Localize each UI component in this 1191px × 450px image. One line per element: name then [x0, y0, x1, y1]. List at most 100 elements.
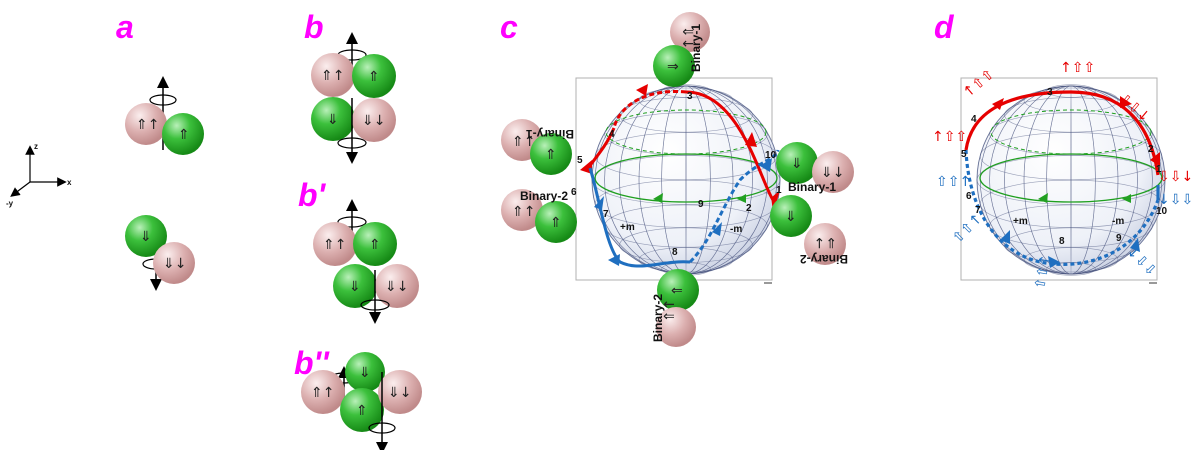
plus-m-label: +m [620, 222, 635, 233]
point-label: 10 [1156, 206, 1168, 217]
blue-path-dashed [688, 149, 780, 264]
green-sphere [352, 54, 396, 98]
spin-label: ⇓↓ [163, 256, 186, 272]
spin-label: ⇑ [550, 215, 562, 231]
latitude-line [1004, 97, 1138, 133]
point-label: 7 [975, 205, 981, 216]
green-sphere [340, 388, 384, 432]
spin-label: ⇑ [545, 147, 557, 163]
pink-sphere [125, 103, 167, 145]
equator-arrow [1122, 194, 1131, 203]
pink-sphere [656, 307, 696, 347]
wire-sphere [976, 84, 1166, 276]
rotation-circle [149, 94, 177, 106]
panel-label-a: a [116, 9, 134, 45]
spin-label: ⇒ [667, 59, 679, 75]
spin-label: ⇑↑ [136, 117, 159, 133]
green-sphere [770, 195, 812, 237]
upper-circle [990, 109, 1152, 155]
red-path [964, 90, 1160, 176]
x-axis-label: x [67, 178, 72, 187]
panel-b-double-prime: ⇑↑ ⇓ ⇑ ⇓↓ [301, 352, 422, 450]
spin-label: ⇓↓ [362, 113, 385, 129]
binary-label: Binary-1 [689, 24, 703, 72]
red-arrow [636, 84, 648, 96]
point-label: 8 [1059, 236, 1065, 247]
pink-sphere [352, 98, 396, 142]
coordinate-axes: z x -y [6, 142, 72, 208]
spin-label: ⇑↑ [662, 299, 678, 322]
point-label: 10 [765, 150, 777, 161]
rotation-circle [368, 422, 396, 434]
spin-label: ⇓ [327, 112, 339, 128]
y-axis-label: -y [6, 199, 14, 208]
point-label: 5 [961, 149, 967, 160]
red-arrow [745, 132, 757, 147]
spin-label: ⇑ [356, 403, 368, 419]
pink-sphere [153, 242, 195, 284]
spin-label: ⇓↓ [385, 279, 408, 295]
red-arrow-strip: ↑⇧⇧ [1060, 60, 1095, 76]
blue-arrow [1000, 230, 1010, 244]
spin-label: ⇓ [359, 365, 371, 381]
spin-label: ⇑↑ [311, 385, 334, 401]
equator-arrow [737, 194, 746, 203]
binary-label: Binary-1 [788, 180, 836, 194]
point-label: 1 [776, 185, 782, 196]
pink-sphere [670, 12, 710, 52]
panel-label-d: d [934, 9, 955, 45]
spin-label: ⇓ [349, 279, 361, 295]
plus-m-label: +m [1013, 216, 1028, 227]
point-label: 3 [1047, 87, 1053, 98]
point-label: 2 [746, 203, 752, 214]
point-label: 8 [672, 247, 678, 258]
point-label: 3 [687, 91, 693, 102]
point-label: 1 [1156, 164, 1162, 175]
spin-label: ⇓↓ [388, 385, 411, 401]
minus-m-label: -m [1112, 216, 1124, 227]
latitude-line [1023, 247, 1119, 273]
spin-label: ⇑↑ [323, 237, 346, 253]
blue-path-dashed [964, 149, 1160, 266]
green-sphere [345, 352, 385, 392]
panel-c: 1 2 3 4 5 6 7 8 9 10 +m -m ⇒ ⇓↓ Binary-1… [501, 12, 854, 347]
panel-a: ⇑↑ ⇑ ⇓ ⇓↓ [125, 76, 204, 291]
green-sphere [333, 264, 377, 308]
y-axis [10, 181, 31, 197]
spin-label: ⇓ [785, 209, 797, 225]
spin-label: ⇑ [368, 69, 380, 85]
point-label: 2 [1148, 144, 1154, 155]
blue-arrow-strip: ⇧⇧↑ [936, 174, 971, 190]
rotation-circle [360, 299, 390, 311]
pink-sphere [313, 222, 357, 266]
panel-label-b: b [304, 9, 324, 45]
point-label: 6 [966, 191, 972, 202]
green-sphere [653, 45, 695, 87]
spin-label: ⇓ [791, 156, 803, 172]
blue-arrow [1130, 238, 1140, 252]
point-label: 4 [971, 114, 977, 125]
red-arrow [580, 160, 592, 174]
latitude-line [604, 112, 768, 156]
spin-label: ⇐ [671, 283, 683, 299]
blue-arrow [594, 196, 604, 210]
blue-arrow [760, 158, 772, 172]
binary-label: Binary-2 [800, 252, 848, 266]
red-arrow [1120, 96, 1132, 108]
pink-sphere [804, 223, 846, 265]
spin-label: ⇑ [178, 127, 190, 143]
equator-arrow [1038, 193, 1048, 203]
panel-b: ⇑↑ ⇑ ⇓ ⇓↓ [311, 32, 396, 164]
panel-label-b-prime: b' [298, 177, 327, 213]
pink-sphere [301, 370, 345, 414]
binary-label: Binary-2 [651, 294, 665, 342]
pink-sphere [812, 151, 854, 193]
pink-sphere [501, 189, 543, 231]
wire-sphere [591, 84, 781, 276]
equator-arrow [653, 193, 663, 203]
latitude-line [1023, 87, 1119, 113]
red-arrow [1150, 152, 1160, 166]
green-sphere [535, 201, 577, 243]
green-sphere [530, 133, 572, 175]
